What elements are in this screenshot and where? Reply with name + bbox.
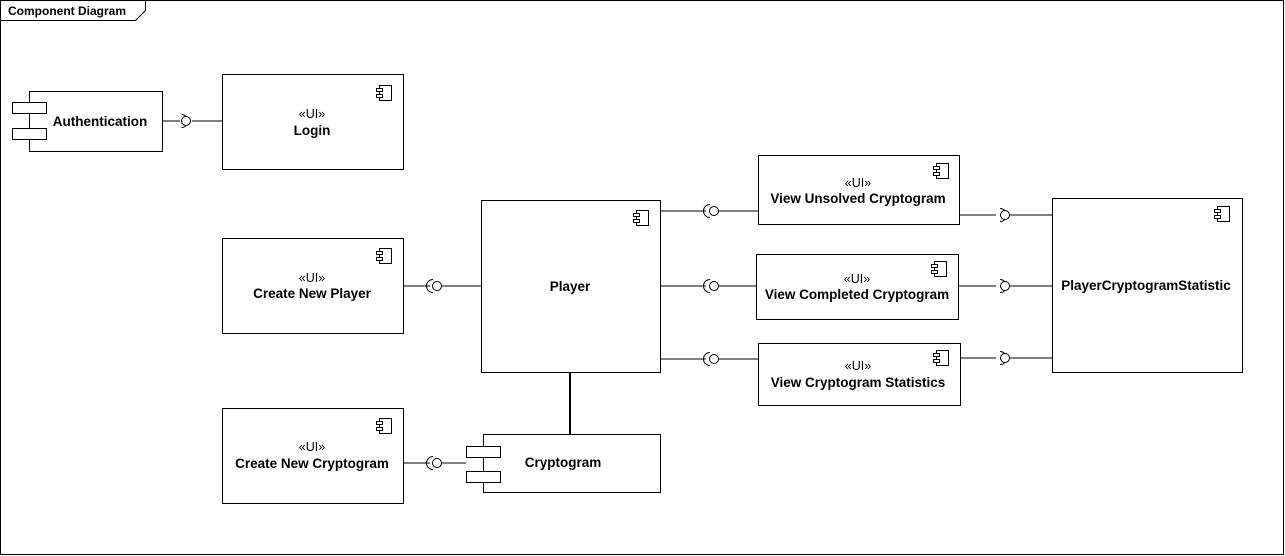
- component-name: Authentication: [53, 114, 148, 129]
- component-name: Login: [294, 123, 331, 138]
- component-stereotype: «UI»: [845, 176, 871, 190]
- component-player[interactable]: Player: [481, 200, 661, 373]
- component-name: Create New Player: [253, 286, 372, 301]
- component-login[interactable]: «UI» Login: [222, 74, 404, 170]
- component-name: Cryptogram: [525, 455, 602, 470]
- component-player-cryptogram-statistic[interactable]: PlayerCryptogramStatistic: [1052, 198, 1243, 373]
- connector-createcryptogram-cryptogram: [403, 456, 466, 470]
- component-icon: [376, 248, 392, 264]
- connector-authentication-login: [163, 114, 222, 128]
- component-icon: [633, 210, 649, 226]
- component-port-top: [12, 102, 47, 114]
- component-create-new-player[interactable]: «UI» Create New Player: [222, 238, 404, 334]
- component-icon: [931, 261, 947, 277]
- component-stereotype: «UI»: [845, 359, 871, 373]
- component-create-new-cryptogram[interactable]: «UI» Create New Cryptogram: [222, 408, 404, 504]
- component-port-bottom: [12, 128, 47, 140]
- component-stereotype: «UI»: [299, 440, 325, 454]
- component-authentication[interactable]: Authentication: [12, 91, 163, 152]
- component-view-completed-cryptogram[interactable]: «UI» View Completed Cryptogram: [756, 254, 959, 320]
- component-icon: [376, 85, 392, 101]
- component-icon: [1214, 206, 1230, 222]
- component-port-bottom: [466, 471, 501, 483]
- component-name: View Unsolved Cryptogram: [770, 191, 945, 206]
- connector-createplayer-player: [403, 279, 481, 293]
- frame-title: Component Diagram: [8, 4, 126, 18]
- connector-viewstatistics-statistic: [960, 351, 1052, 365]
- component-name: Create New Cryptogram: [235, 456, 389, 471]
- component-name: View Completed Cryptogram: [765, 287, 949, 302]
- component-stereotype: «UI»: [299, 271, 325, 285]
- connector-player-viewcompleted: [660, 279, 756, 293]
- connector-viewcompleted-statistic: [958, 279, 1052, 293]
- component-view-unsolved-cryptogram[interactable]: «UI» View Unsolved Cryptogram: [758, 155, 960, 225]
- component-icon: [933, 350, 949, 366]
- component-stereotype: «UI»: [844, 272, 870, 286]
- component-cryptogram[interactable]: Cryptogram: [466, 434, 661, 493]
- connector-viewunsolved-statistic: [959, 208, 1052, 222]
- component-view-cryptogram-statistics[interactable]: «UI» View Cryptogram Statistics: [758, 343, 961, 406]
- frame-label: Component Diagram: [0, 0, 146, 21]
- component-name: View Cryptogram Statistics: [771, 375, 946, 390]
- component-stereotype: «UI»: [299, 107, 325, 121]
- component-icon: [376, 418, 392, 434]
- component-icon: [933, 163, 949, 179]
- component-name: Player: [550, 279, 591, 294]
- component-name: PlayerCryptogramStatistic: [1061, 278, 1231, 293]
- connector-player-viewstatistics: [660, 352, 758, 366]
- component-port-top: [466, 446, 501, 458]
- connector-player-viewunsolved: [660, 204, 758, 218]
